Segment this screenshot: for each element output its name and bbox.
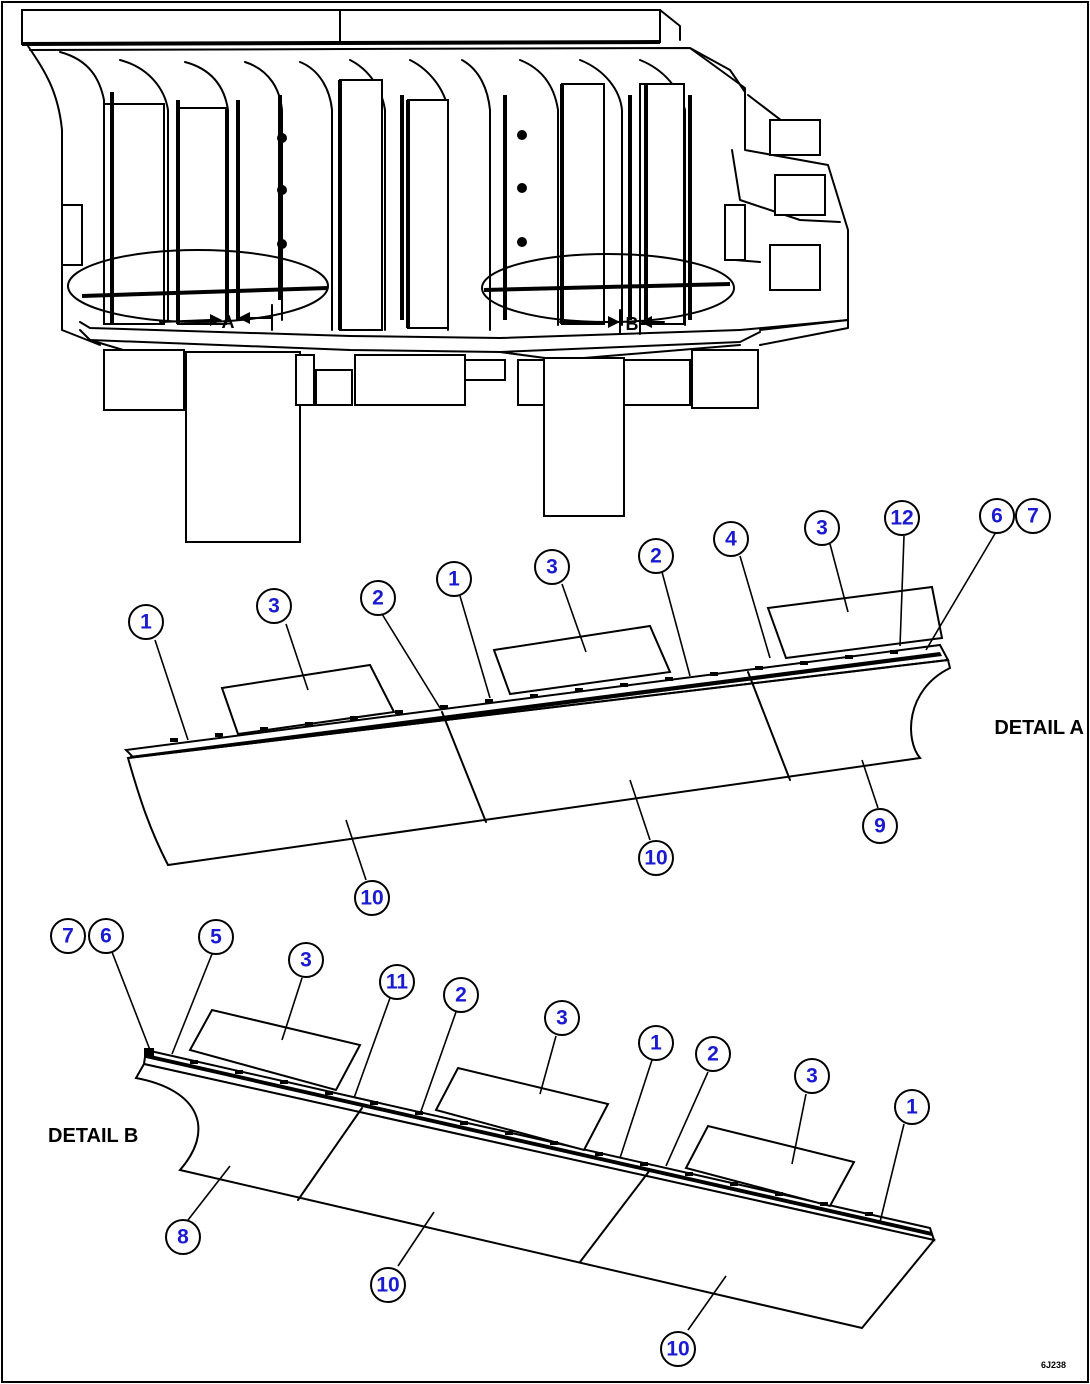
svg-text:4: 4	[725, 528, 737, 551]
callout-b-2-left: 2	[443, 977, 479, 1013]
callout-b-2-right: 2	[695, 1036, 731, 1072]
callout-a-10-left: 10	[354, 880, 390, 916]
callout-b-10-right: 10	[660, 1331, 696, 1367]
callout-a-4: 4	[713, 521, 749, 557]
callout-b-10-left: 10	[370, 1267, 406, 1303]
svg-text:8: 8	[177, 1226, 189, 1249]
svg-text:9: 9	[874, 815, 886, 838]
callout-b-6: 6	[88, 918, 124, 954]
figure-code: 6J238	[1041, 1360, 1066, 1370]
callout-b-3-right: 3	[794, 1058, 830, 1094]
callout-a-6: 6	[979, 498, 1015, 534]
svg-text:10: 10	[644, 847, 667, 870]
callout-a-1-mid: 1	[436, 561, 472, 597]
callout-a-9: 9	[862, 808, 898, 844]
svg-text:3: 3	[268, 595, 280, 618]
svg-text:2: 2	[455, 984, 467, 1007]
arrow-b-label: B	[626, 314, 639, 334]
svg-text:6: 6	[100, 925, 112, 948]
svg-text:3: 3	[816, 517, 828, 540]
svg-text:3: 3	[546, 556, 558, 579]
detail-b-view: DETAIL B	[48, 951, 936, 1331]
callout-a-12: 12	[884, 500, 920, 536]
svg-text:7: 7	[62, 925, 74, 948]
svg-text:1: 1	[448, 568, 460, 591]
callout-a-10-right: 10	[638, 840, 674, 876]
callout-b-8: 8	[165, 1219, 201, 1255]
svg-text:10: 10	[376, 1274, 399, 1297]
svg-text:3: 3	[806, 1065, 818, 1088]
callout-a-2-left: 2	[360, 580, 396, 616]
svg-text:2: 2	[707, 1043, 719, 1066]
callout-a-3-right: 3	[804, 510, 840, 546]
svg-text:10: 10	[360, 887, 383, 910]
svg-text:3: 3	[556, 1007, 568, 1030]
callout-b-5: 5	[198, 919, 234, 955]
svg-text:3: 3	[300, 949, 312, 972]
detail-b-title: DETAIL B	[48, 1125, 138, 1147]
callout-b-3-left: 3	[288, 942, 324, 978]
svg-text:7: 7	[1027, 505, 1039, 528]
callout-b-1-right: 1	[894, 1089, 930, 1125]
svg-text:11: 11	[386, 971, 409, 994]
callout-a-1-left: 1	[128, 604, 164, 640]
svg-text:1: 1	[906, 1096, 918, 1119]
body-assembly-view: A B	[21, 9, 849, 543]
detail-a-title: DETAIL A	[994, 717, 1084, 739]
arrow-a-label: A	[222, 312, 235, 332]
svg-text:6: 6	[991, 505, 1003, 528]
callout-a-2-right: 2	[638, 538, 674, 574]
svg-text:1: 1	[650, 1032, 662, 1055]
callout-b-3-mid: 3	[544, 1000, 580, 1036]
callout-a-3-mid: 3	[534, 549, 570, 585]
callout-b-11: 11	[379, 964, 415, 1000]
callout-a-7: 7	[1015, 498, 1051, 534]
detail-a-view: DETAIL A	[123, 531, 1084, 881]
svg-text:5: 5	[210, 926, 222, 949]
callout-b-7: 7	[50, 918, 86, 954]
svg-text:12: 12	[890, 507, 913, 530]
callout-b-1-mid: 1	[638, 1025, 674, 1061]
svg-text:10: 10	[666, 1338, 689, 1361]
svg-text:2: 2	[372, 587, 384, 610]
callout-a-3-left: 3	[256, 588, 292, 624]
svg-text:1: 1	[140, 611, 152, 634]
svg-text:2: 2	[650, 545, 662, 568]
